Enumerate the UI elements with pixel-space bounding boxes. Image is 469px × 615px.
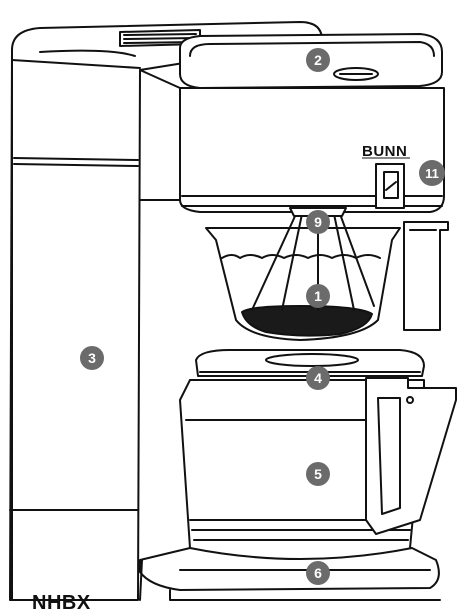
- callout-1: 1: [306, 284, 330, 308]
- power-switch[interactable]: [376, 164, 404, 208]
- callout-4: 4: [306, 366, 330, 390]
- svg-text:4: 4: [314, 370, 322, 386]
- side-bracket: [404, 222, 448, 330]
- callout-2: 2: [306, 48, 330, 72]
- model-label: NHBX: [32, 592, 91, 615]
- callout-9: 9: [306, 210, 330, 234]
- svg-text:5: 5: [314, 466, 322, 482]
- svg-text:3: 3: [88, 350, 96, 366]
- callout-3: 3: [80, 346, 104, 370]
- svg-text:9: 9: [314, 214, 322, 230]
- svg-text:2: 2: [314, 52, 322, 68]
- callout-5: 5: [306, 462, 330, 486]
- brand-label: BUNN: [362, 143, 407, 160]
- svg-text:6: 6: [314, 565, 322, 581]
- svg-text:1: 1: [314, 288, 322, 304]
- brew-funnel: [206, 214, 400, 340]
- callout-11: 11: [419, 160, 445, 186]
- carafe-handle: [366, 378, 456, 534]
- svg-text:11: 11: [425, 166, 439, 181]
- callout-6: 6: [306, 561, 330, 585]
